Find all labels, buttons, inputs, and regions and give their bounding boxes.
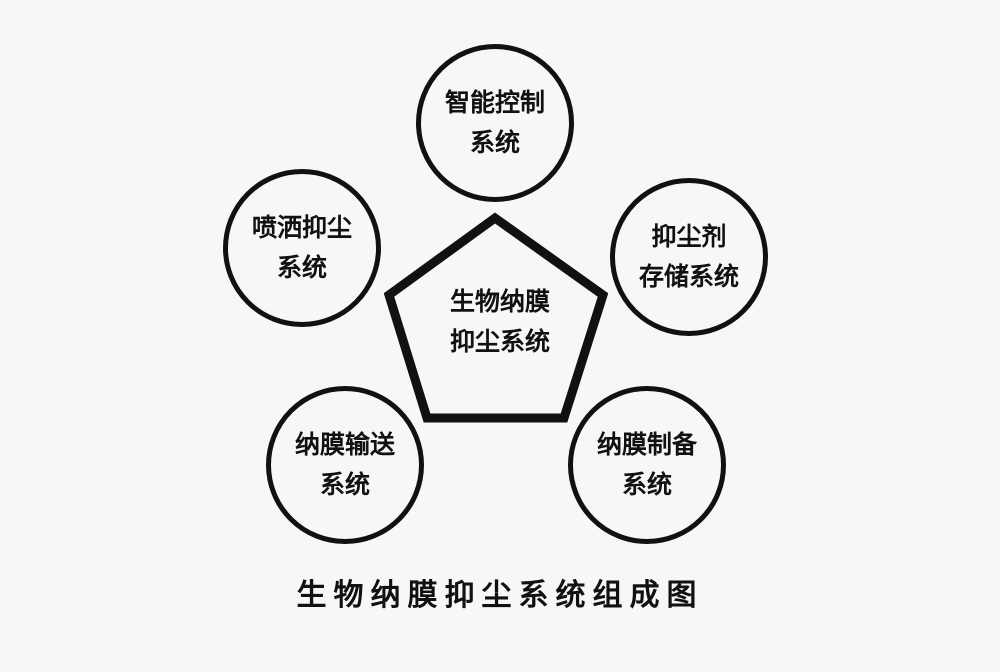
node-intelligent-control: 智能控制 系统 [416,44,574,202]
node-label-line-1: 智能控制 [444,88,545,117]
diagram-caption: 生物纳膜抑尘系统组成图 [296,578,704,613]
node-label-line-1: 纳膜制备 [596,430,697,459]
node-label-line-2: 系统 [276,253,327,282]
node-spray-dust-suppression: 喷洒抑尘 系统 [223,169,381,327]
node-film-preparation: 纳膜制备 系统 [568,386,726,544]
node-label-line-2: 系统 [469,128,520,157]
center-pentagon-shape [383,212,609,423]
center-label-line-1: 生物纳膜 [449,287,550,316]
node-label-line-1: 抑尘剂 [651,222,727,251]
node-suppressant-storage: 抑尘剂 存储系统 [610,178,768,336]
node-label-line-2: 系统 [319,470,370,499]
node-label-line-1: 纳膜输送 [294,430,395,459]
center-label-line-2: 抑尘系统 [449,327,550,356]
node-label-line-2: 系统 [621,470,672,499]
node-label-line-1: 喷洒抑尘 [251,213,352,242]
center-label: 生物纳膜 抑尘系统 [420,282,580,362]
node-label-line-2: 存储系统 [638,262,739,291]
node-film-delivery: 纳膜输送 系统 [266,386,424,544]
